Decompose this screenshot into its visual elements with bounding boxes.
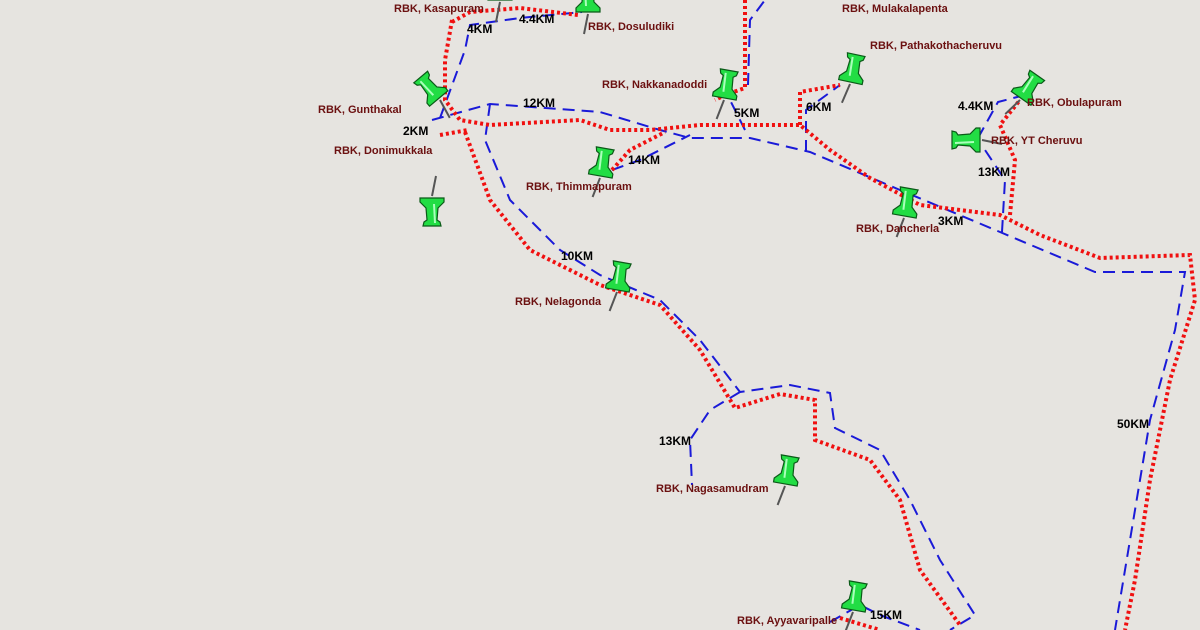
planned-route: [805, 84, 841, 152]
distance-label: 12KM: [523, 96, 555, 110]
travelled-routes: [439, 0, 1198, 630]
travelled-route: [610, 130, 666, 172]
location-label: RBK, Mulakalapenta: [842, 3, 949, 15]
location-label: RBK, Dosuludiki: [588, 21, 674, 33]
distance-label: 5KM: [734, 106, 759, 120]
location-label: RBK, Thimmapuram: [526, 181, 632, 193]
planned-route: [439, 11, 583, 119]
planned-route: [611, 134, 691, 171]
distance-label: 13KM: [659, 434, 691, 448]
location-pins: [410, 0, 1049, 630]
location-label: RBK, Kasapuram: [394, 3, 484, 15]
location-label: RBK, YT Cheruvu: [991, 135, 1082, 147]
planned-route: [829, 603, 921, 630]
distance-label: 50KM: [1117, 417, 1149, 431]
distance-label: 15KM: [870, 608, 902, 622]
planned-route: [483, 103, 977, 630]
pin-icon[interactable]: [768, 453, 804, 509]
distance-label: 4.4KM: [958, 99, 993, 113]
distance-label: 6KM: [806, 100, 831, 114]
planned-route: [747, 0, 766, 86]
location-label: RBK, Nakkanadoddi: [602, 79, 707, 91]
distance-label: 10KM: [561, 249, 593, 263]
planned-route: [977, 94, 1026, 139]
distance-labels: 4KM 4.4KM 12KM 2KM 5KM 6KM 4.4KM 13KM 14…: [403, 12, 1149, 622]
pin-icon[interactable]: [419, 175, 445, 227]
travelled-route: [463, 131, 962, 627]
distance-label: 2KM: [403, 124, 428, 138]
travelled-route: [798, 83, 841, 125]
location-labels: RBK, Kasapuram RBK, Dosuludiki RBK, Mula…: [318, 3, 1122, 627]
location-label: RBK, Pathakothacheruvu: [870, 40, 1002, 52]
location-label: RBK, Dancherla: [856, 223, 940, 235]
location-label: RBK, Nelagonda: [515, 296, 602, 308]
distance-label: 13KM: [978, 165, 1010, 179]
location-label: RBK, Gunthakal: [318, 104, 402, 116]
pin-icon[interactable]: [600, 259, 636, 315]
location-label: RBK, Ayyavaripalle: [737, 615, 837, 627]
location-label: RBK, Nagasamudram: [656, 483, 769, 495]
travelled-route: [997, 98, 1022, 216]
distance-label: 14KM: [628, 153, 660, 167]
distance-label: 4.4KM: [519, 12, 554, 26]
travelled-route: [439, 128, 469, 137]
pin-icon[interactable]: [833, 51, 869, 108]
travelled-route: [839, 616, 881, 630]
planned-route: [984, 149, 1007, 233]
location-label: RBK, Obulapuram: [1027, 97, 1122, 109]
planned-routes: [431, 0, 1187, 630]
distance-label: 4KM: [467, 22, 492, 36]
distance-label: 3KM: [938, 214, 963, 228]
travelled-route: [443, 19, 1198, 630]
location-label: RBK, Donimukkala: [334, 145, 433, 157]
